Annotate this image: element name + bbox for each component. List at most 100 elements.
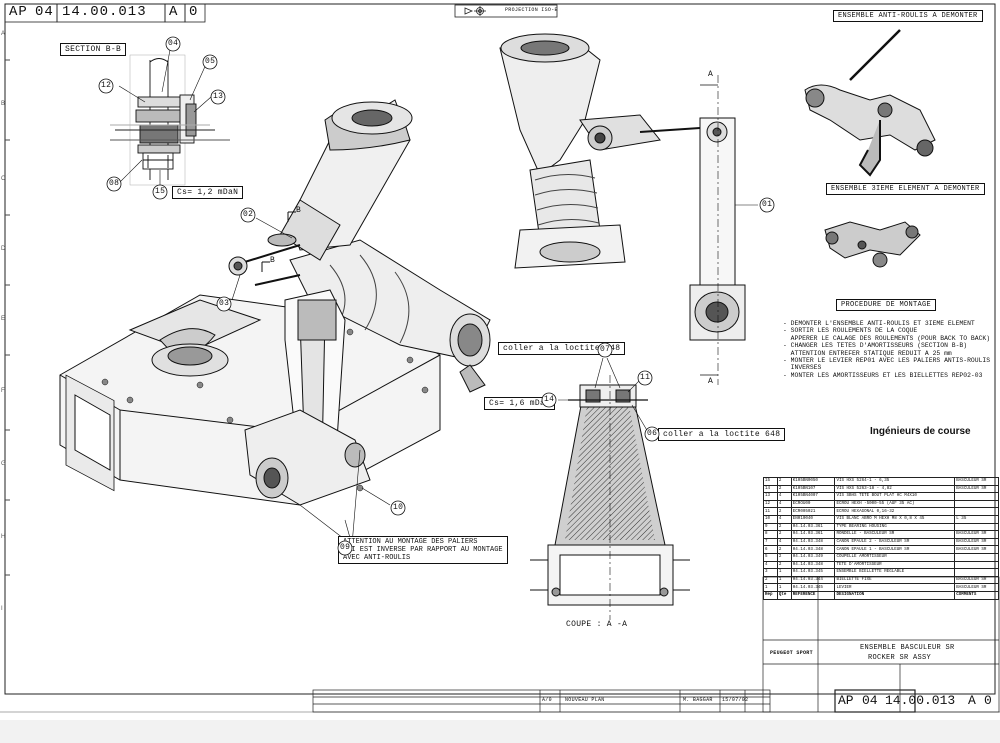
callout-13: 13 bbox=[213, 92, 224, 101]
svg-text:F: F bbox=[1, 388, 5, 394]
projection-symbol bbox=[454, 4, 558, 18]
torque-cs1: Cs= 1,2 mDaN bbox=[172, 186, 244, 199]
parts-cell: 9 bbox=[763, 522, 778, 532]
parts-cell: 04.14.03.345 bbox=[790, 583, 836, 592]
parts-header-cell: COMMENTS bbox=[954, 590, 999, 600]
parts-cell: 2 bbox=[776, 507, 792, 516]
parts-cell: 2 bbox=[776, 522, 792, 532]
parts-cell: 7 bbox=[763, 537, 778, 547]
parts-cell: BASCULEUR SR bbox=[954, 484, 999, 494]
parts-cell: K105BN4007 bbox=[790, 492, 836, 501]
antiroll-photo bbox=[804, 29, 936, 177]
parts-cell bbox=[954, 499, 999, 509]
parts-cell: 1 bbox=[776, 568, 792, 577]
parts-cell: 2 bbox=[776, 477, 792, 486]
parts-cell: CANON EPAULE 2 - BASCULEUR SR bbox=[834, 537, 956, 547]
revision-strip bbox=[312, 689, 771, 713]
grid-letters: ABC DEF GHI bbox=[1, 31, 6, 612]
bottom-prefix: AP bbox=[838, 693, 854, 708]
bottom-sheet: 04 bbox=[862, 693, 878, 708]
revision-date: 15/07/02 bbox=[722, 697, 749, 703]
parts-cell: 04.14.03.361 bbox=[790, 522, 836, 532]
parts-cell: BASCULEUR SR bbox=[954, 545, 999, 554]
parts-cell: 8 bbox=[763, 530, 778, 539]
parts-cell bbox=[954, 522, 999, 532]
third-element-remove-label: ENSEMBLE 3IEME ELEMENT A DEMONTER bbox=[826, 183, 985, 195]
parts-header-cell: Qte bbox=[776, 590, 792, 600]
parts-cell bbox=[954, 552, 999, 562]
parts-cell bbox=[954, 507, 999, 516]
parts-cell: ECR005021 bbox=[790, 507, 836, 516]
callout-05: 05 bbox=[205, 57, 216, 66]
callout-12: 12 bbox=[101, 81, 112, 90]
section-bb-detail bbox=[110, 54, 230, 186]
parts-cell: 2 bbox=[776, 484, 792, 494]
top-prefix: AP bbox=[9, 4, 28, 20]
parts-cell: 15 bbox=[763, 477, 778, 486]
callout-04: 04 bbox=[168, 39, 179, 48]
projection-label: PROJECTION ISO-E bbox=[505, 7, 558, 13]
top-rev: A bbox=[169, 4, 179, 20]
parts-cell: 12 bbox=[763, 499, 778, 509]
torque-cs2: Cs= 1,6 mDaN bbox=[484, 397, 556, 410]
parts-cell: 13 bbox=[763, 492, 778, 501]
parts-cell: L 35 bbox=[954, 514, 999, 524]
parts-cell: 4 bbox=[776, 492, 792, 501]
top-page: 0 bbox=[189, 4, 199, 20]
sheet-frame bbox=[4, 3, 996, 695]
parts-cell: 04.14.03.348 bbox=[790, 537, 836, 547]
parts-cell: 10 bbox=[763, 514, 778, 524]
parts-cell: 5 bbox=[763, 552, 778, 562]
parts-cell: 04.14.03.348 bbox=[790, 560, 836, 570]
section-bb-label: SECTION B-B bbox=[60, 43, 127, 56]
callout-07: 07 bbox=[600, 345, 611, 354]
parts-cell: 04.14.03.348 bbox=[790, 545, 836, 554]
antiroll-remove-label: ENSEMBLE ANTI-ROULIS A DEMONTER bbox=[833, 10, 983, 22]
parts-cell: 4 bbox=[776, 499, 792, 509]
section-a-marker-top: A bbox=[708, 70, 714, 79]
scan-margin bbox=[0, 720, 1000, 743]
parts-cell: 2 bbox=[776, 545, 792, 554]
parts-cell: BASCULEUR SR bbox=[954, 575, 999, 585]
svg-text:E: E bbox=[1, 316, 5, 322]
revision-desc: NOUVEAU PLAN bbox=[565, 697, 605, 703]
parts-cell: BASCULEUR SR bbox=[954, 537, 999, 547]
assembly-name-en: ROCKER SR ASSY bbox=[868, 654, 932, 662]
parts-cell: K105BN0050 bbox=[790, 477, 836, 486]
bottom-number: 14.00.013 bbox=[885, 693, 956, 708]
svg-text:D: D bbox=[1, 246, 6, 252]
svg-text:A: A bbox=[1, 31, 5, 37]
parts-cell: COUPELLE AMORTISSEUR bbox=[834, 552, 956, 562]
section-b-marker-top: B bbox=[296, 206, 302, 215]
parts-cell bbox=[954, 560, 999, 570]
parts-cell: ENSEMBLE BIELLETTE REGLABLE bbox=[834, 568, 956, 577]
parts-cell: TETE D'AMORTISSEUR bbox=[834, 560, 956, 570]
parts-cell: 6 bbox=[763, 545, 778, 554]
bottom-page: 0 bbox=[984, 693, 992, 708]
procedure-title: PROCEDURE DE MONTAGE bbox=[836, 299, 937, 311]
main-leaders bbox=[231, 217, 391, 546]
watermark-text: Ingénieurs de course bbox=[870, 426, 971, 437]
callout-10: 10 bbox=[393, 503, 404, 512]
parts-cell: 04.14.03.361 bbox=[790, 530, 836, 539]
top-title-boxes bbox=[4, 3, 206, 23]
parts-cell: LEVIER bbox=[834, 583, 956, 592]
section-b-marker-bottom: B bbox=[270, 256, 276, 265]
parts-cell: BASCULEUR SR bbox=[954, 530, 999, 539]
svg-text:H: H bbox=[1, 534, 5, 540]
section-a-marker-bottom: A bbox=[708, 377, 714, 386]
parts-cell: BIELLETTE FIXE bbox=[834, 575, 956, 585]
parts-cell: 4 bbox=[776, 514, 792, 524]
callout-03: 03 bbox=[219, 299, 230, 308]
callout-06: 06 bbox=[647, 429, 658, 438]
lever-view bbox=[499, 33, 746, 385]
coupe-aa-label: COUPE : A -A bbox=[566, 620, 628, 629]
